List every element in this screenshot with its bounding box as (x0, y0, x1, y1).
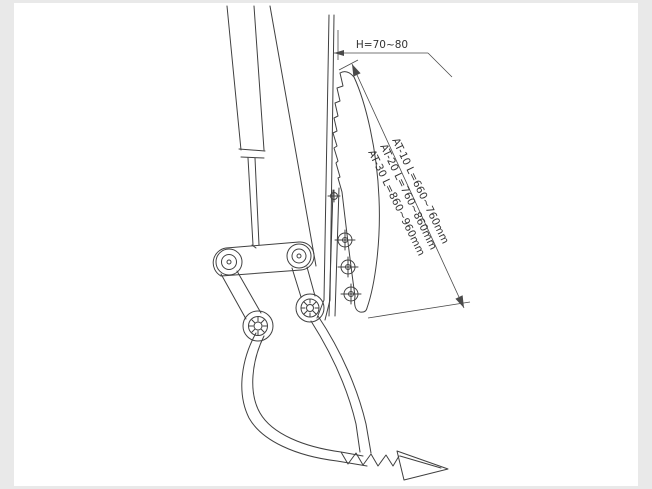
top-link (212, 241, 315, 277)
serrated-thumb (332, 71, 380, 313)
pivot-pin-upper-left (215, 248, 243, 276)
h-dimension-label: H=70~80 (356, 39, 408, 51)
thumb-bolts (327, 189, 362, 305)
pivot-pin-lower-right (295, 293, 325, 323)
h-dimension-arrow (334, 50, 344, 56)
pivot-pin-upper-right (286, 243, 312, 269)
bucket (241, 315, 372, 467)
pivot-pin-lower-left (242, 310, 274, 342)
arm (269, 5, 335, 321)
l-dimension-arrow-top (352, 64, 361, 77)
side-links (220, 266, 316, 320)
h-dimension: H=70~80 (334, 30, 453, 78)
drawing-canvas (14, 3, 638, 486)
l-dimension-arrow-bottom (455, 295, 464, 308)
bucket-teeth (340, 450, 449, 481)
hydraulic-cylinder (226, 5, 266, 249)
thumb-mount-plate (328, 187, 340, 317)
l-dimension: AT-30 L=860~960mm AT-20 L=760~860mm AT-1… (338, 59, 471, 319)
